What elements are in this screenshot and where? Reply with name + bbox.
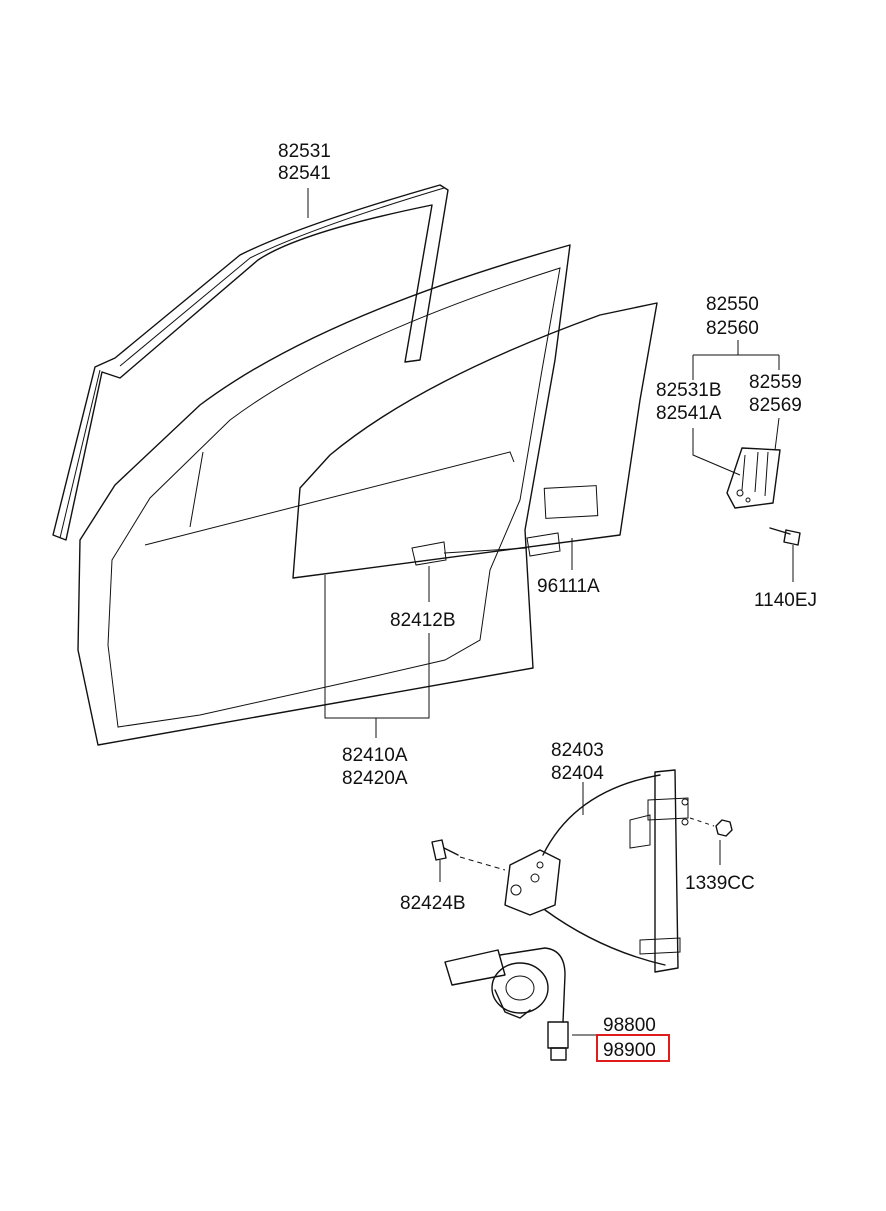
door-frame [77, 244, 571, 746]
label-82560: 82560 [706, 318, 759, 339]
delta-bracket [726, 447, 781, 509]
glass-run-channel [52, 184, 449, 541]
window-regulator [504, 769, 689, 973]
nut-1339cc [689, 817, 733, 837]
label-1140ej: 1140EJ [754, 590, 817, 611]
label-82531b: 82531B [656, 380, 722, 401]
highlight-box[interactable] [596, 1034, 670, 1062]
label-82541a: 82541A [656, 403, 722, 424]
label-82424b: 82424B [400, 893, 466, 914]
label-82420a: 82420A [342, 768, 408, 789]
label-1339cc: 1339CC [685, 873, 755, 894]
label-96111a: 96111A [537, 576, 600, 597]
bolt-1140ej [769, 527, 801, 546]
label-82569: 82569 [749, 395, 802, 416]
door-glass [292, 302, 658, 579]
label-82412b: 82412B [390, 610, 456, 631]
label-82550: 82550 [706, 294, 759, 315]
label-98900[interactable]: 98900 [603, 1040, 656, 1061]
label-82541: 82541 [278, 163, 331, 184]
bolt-82424b [431, 839, 506, 871]
label-82559: 82559 [749, 372, 802, 393]
label-82403: 82403 [551, 740, 604, 761]
leader-lines [307, 188, 794, 1036]
label-98800: 98800 [603, 1015, 656, 1036]
label-82531: 82531 [278, 141, 331, 162]
regulator-motor [444, 947, 569, 1061]
label-82404: 82404 [551, 763, 604, 784]
label-82410a: 82410A [342, 745, 408, 766]
glass-channel-clips [411, 532, 561, 566]
glass-label-sticker [543, 485, 599, 519]
part-number-labels: 82531 82541 82550 82560 82531B 82541A 82… [278, 141, 817, 1062]
